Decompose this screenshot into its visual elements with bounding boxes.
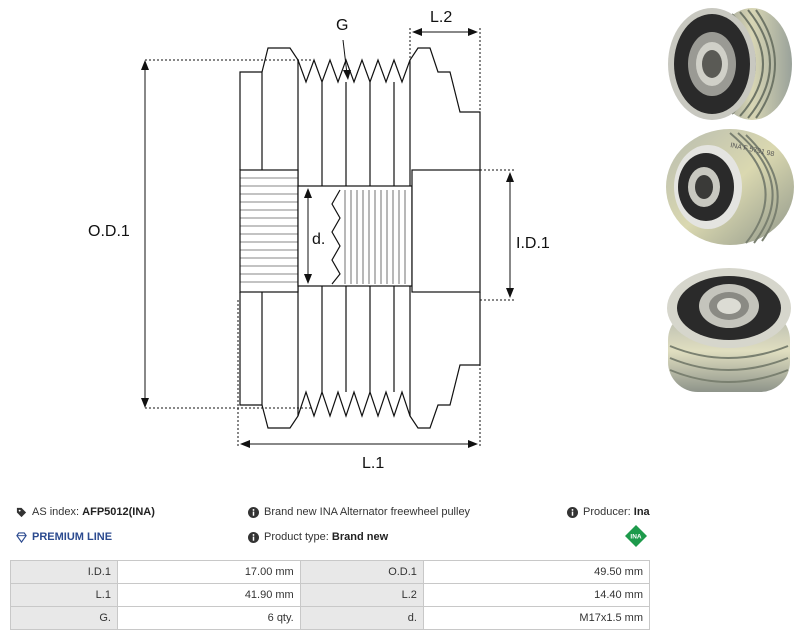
diamond-icon: [16, 531, 27, 543]
spec-value: M17x1.5 mm: [422, 606, 651, 630]
spec-label: L.2: [299, 583, 424, 607]
spec-value: 17.00 mm: [116, 560, 301, 584]
pulley-back-flange: [239, 71, 263, 170]
pulley-photo-side: [668, 8, 792, 120]
l1-label: L.1: [362, 455, 384, 472]
spline-hatch: [240, 177, 298, 283]
premium-line-label: PREMIUM LINE: [32, 531, 113, 543]
producer: Producer: Ina: [567, 506, 650, 518]
table-row: G. 6 qty. d. M17x1.5 mm: [10, 606, 651, 630]
pulley-rib-outline-top: [261, 47, 481, 170]
thread-hatch: [344, 190, 406, 284]
product-type: Product type: Brand new: [248, 531, 388, 543]
producer-label: Producer:: [583, 506, 631, 518]
info-icon: [567, 506, 578, 518]
l2-label: L.2: [430, 9, 452, 26]
spec-value: 41.90 mm: [116, 583, 301, 607]
producer-value: Ina: [633, 506, 650, 518]
d-label: d.: [312, 231, 325, 248]
as-index-label: AS index:: [32, 506, 80, 518]
hub-spline: [239, 169, 299, 293]
table-row: L.1 41.90 mm L.2 14.40 mm: [10, 583, 651, 607]
spec-value: 14.40 mm: [422, 583, 651, 607]
description: Brand new INA Alternator freewheel pulle…: [248, 506, 470, 518]
info-icon: [248, 531, 259, 543]
pulley-photo-angled: INA F 5791 98: [666, 129, 794, 245]
svg-text:INA: INA: [630, 534, 642, 541]
g-label: G: [336, 17, 348, 34]
technical-drawing: G L.2 O.D.1 d. I.D.1 L.1: [88, 9, 550, 472]
g-leader-line: [342, 39, 348, 75]
as-index: AS index: AFP5012(INA): [16, 506, 155, 518]
product-type-value: Brand new: [331, 531, 389, 543]
od-label: O.D.1: [88, 223, 130, 240]
thread-profile: [331, 189, 341, 285]
ina-logo-icon: INA: [625, 525, 647, 547]
spec-label: I.D.1: [10, 560, 118, 584]
tag-icon: [16, 507, 27, 517]
spec-label: G.: [10, 606, 118, 630]
spec-value: 6 qty.: [116, 606, 301, 630]
id-label: I.D.1: [516, 235, 550, 252]
spec-label: d.: [299, 606, 424, 630]
description-text: Brand new INA Alternator freewheel pulle…: [264, 506, 471, 518]
pulley-photo-top: [667, 268, 791, 392]
specs-table: I.D.1 17.00 mm O.D.1 49.50 mm L.1 41.90 …: [10, 560, 651, 630]
spec-label: O.D.1: [299, 560, 424, 584]
spec-label: L.1: [10, 583, 118, 607]
table-row: I.D.1 17.00 mm O.D.1 49.50 mm: [10, 560, 651, 584]
premium-line: PREMIUM LINE: [16, 531, 112, 543]
info-icon: [248, 506, 259, 518]
hub-right: [411, 169, 481, 293]
spec-value: 49.50 mm: [422, 560, 651, 584]
product-type-label: Product type:: [264, 531, 329, 543]
as-index-value: AFP5012(INA): [82, 506, 155, 518]
